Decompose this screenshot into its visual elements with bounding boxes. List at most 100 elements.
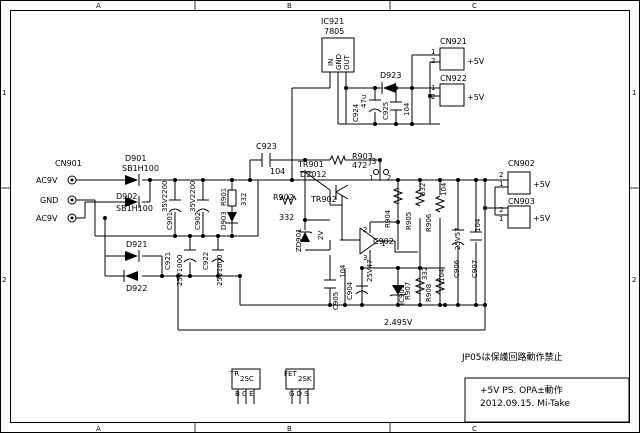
cn922-pin1: 1 <box>431 84 435 92</box>
r908-ref: R908 <box>425 284 433 302</box>
r904-ref: R904 <box>384 209 392 228</box>
cn902-pin1: 1 <box>499 180 503 188</box>
tr901-ref: TR901 <box>297 160 324 169</box>
c906-ref: C906 <box>453 259 461 278</box>
c924-symbol <box>368 99 382 113</box>
grid-row-1-left: 1 <box>2 89 6 97</box>
d902-ref: D902 <box>116 192 137 201</box>
title-line2: 2012.09.15. Mi-Take <box>480 399 570 409</box>
cn922-body <box>439 83 465 107</box>
c902-value: 35V2200 <box>189 180 197 212</box>
r903-ref: R903 <box>352 152 373 161</box>
cn901-pin-gnd: GND <box>40 196 58 205</box>
r904-symbol <box>392 187 404 205</box>
cn901-pin-ac-bottom: AC9V <box>36 214 58 223</box>
ic921-pin-out: OUT <box>343 54 351 70</box>
c901-ref: C901 <box>166 212 174 230</box>
opamp-pin2: 2 <box>363 226 367 234</box>
cn922-pin2: 2 <box>431 93 435 101</box>
c906-symbol <box>451 229 465 246</box>
c905-symbol <box>324 279 336 289</box>
tr-pinout-label: TR <box>229 370 239 378</box>
r902-symbol <box>279 194 297 206</box>
tr902-symbol <box>335 184 349 200</box>
d922-ref: D922 <box>126 284 147 293</box>
cn902-body <box>507 171 531 195</box>
vref-value: 2.495V <box>384 318 413 327</box>
d903-symbol <box>226 212 238 224</box>
r905-value: 332 <box>419 183 427 196</box>
r908-value: 104 <box>438 268 446 282</box>
r907-ref: R907 <box>404 282 412 300</box>
cn903-pin2: 2 <box>499 206 503 214</box>
d921-ref: D921 <box>126 240 147 249</box>
zd901-symbol <box>297 230 313 242</box>
title-block <box>464 377 630 423</box>
c902-symbol <box>196 199 210 213</box>
d2012-ref: D2012 <box>300 170 327 179</box>
j3-pin1: 1 <box>369 174 373 182</box>
grid-row-2-right: 2 <box>632 276 636 284</box>
tr901-symbol <box>300 171 331 191</box>
fet-pinout-pins: G D S <box>289 390 309 398</box>
c924-value: 47u <box>360 95 368 108</box>
c907-value: 104 <box>474 218 482 232</box>
cn902-ref: CN902 <box>508 159 535 168</box>
r908-symbol <box>434 277 446 295</box>
grid-row-2-left: 2 <box>2 276 6 284</box>
r906-symbol <box>434 195 446 213</box>
cn902-out: +5V <box>533 180 551 189</box>
d923-ref: D923 <box>380 71 401 80</box>
frame-inner <box>10 10 630 423</box>
cn903-body <box>507 205 531 229</box>
c923-ref: C923 <box>256 142 277 151</box>
cn903-ref: CN903 <box>508 197 535 206</box>
r907-value: 332 <box>421 267 429 280</box>
c901-value: 35V2200 <box>161 180 169 212</box>
grid-col-a-bottom: A <box>96 425 101 433</box>
grid-col-b-bottom: B <box>287 425 292 433</box>
r903-symbol <box>329 154 346 166</box>
cn922-ref: CN922 <box>440 74 467 83</box>
r907-symbol <box>414 277 426 295</box>
cn902-pin2: 2 <box>499 171 503 179</box>
c902-ref: C902 <box>194 212 202 230</box>
title-line1: +5V PS. OPA±動作 <box>480 384 563 396</box>
tr-pinout-type: 2SC <box>240 375 254 383</box>
c901-symbol <box>168 199 182 213</box>
d923-symbol <box>381 82 396 94</box>
c924-ref: C924 <box>352 103 360 122</box>
d903-ref: D903 <box>220 211 228 230</box>
c905-value: 104 <box>339 264 347 278</box>
cn901-ref: CN901 <box>55 159 82 168</box>
zd901-value: 2V <box>317 231 325 240</box>
ic921-pin-gnd: GND <box>335 54 343 70</box>
ic921-pin-in: IN <box>327 59 335 66</box>
cn921-ref: CN921 <box>440 37 467 46</box>
cn901-terminals <box>67 175 77 223</box>
grid-col-c-top: C <box>472 2 477 10</box>
c902b-ref: C902 <box>373 237 394 246</box>
c904-symbol <box>355 285 369 295</box>
c925-symbol <box>390 101 402 111</box>
j3-ref: J3 <box>368 157 376 166</box>
j3-pad-right <box>383 169 389 175</box>
c921-value: 25V1000 <box>176 254 184 286</box>
c922-symbol <box>211 249 225 270</box>
grid-row-1-right: 1 <box>632 89 636 97</box>
cn922-out: +5V <box>467 93 485 102</box>
r903-value: 472 <box>352 161 367 170</box>
cn921-out: +5V <box>467 57 485 66</box>
opamp-pin3: 3 <box>363 254 367 262</box>
cn921-body <box>439 47 465 71</box>
c904-value: 25V47 <box>366 259 374 282</box>
c907-symbol <box>470 231 482 241</box>
grid-col-c-bottom: C <box>472 425 477 433</box>
cn903-out: +5V <box>533 214 551 223</box>
ic901-ref: IC901 <box>398 285 406 305</box>
j3-pin2: 2 <box>387 174 391 182</box>
ic921-body <box>321 37 355 73</box>
d901-ref: D901 <box>125 154 146 163</box>
